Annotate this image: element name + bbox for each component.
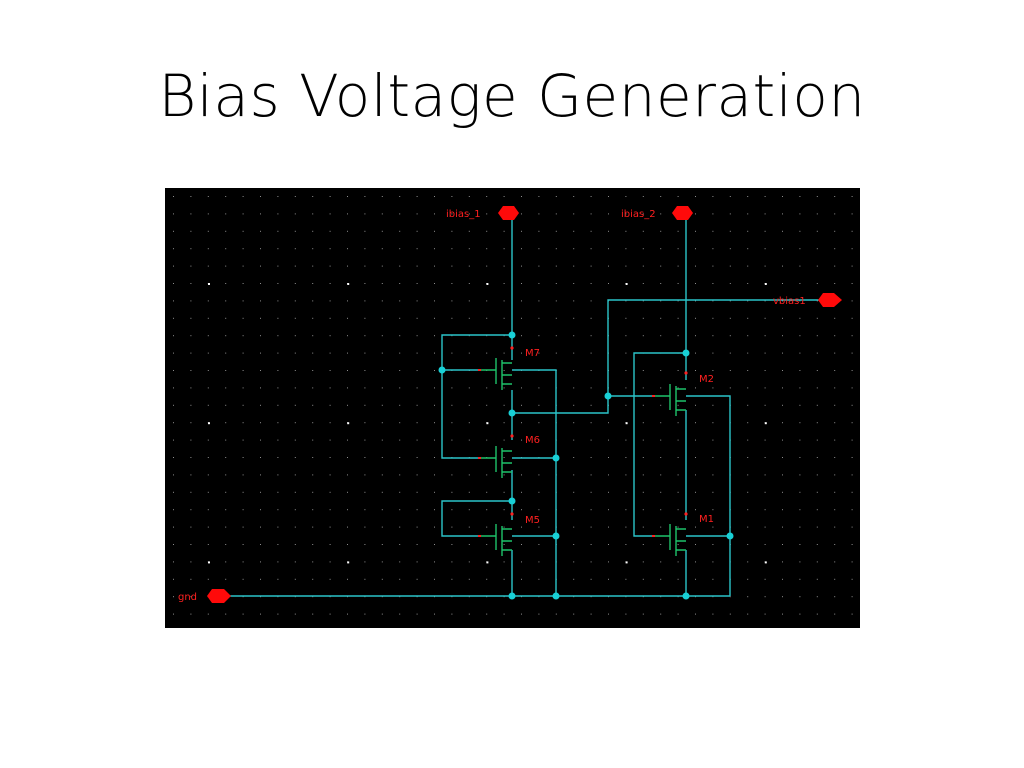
pin-vbias1[interactable]: vbias1 (773, 293, 842, 307)
wire-m7-loop (441, 334, 512, 459)
transistor-m1[interactable] (655, 512, 688, 556)
wire-m1-gate (633, 352, 686, 537)
junction-nodes (438, 331, 734, 600)
device-label-m6: M6 (525, 435, 540, 446)
wire-m7-source-vbias (512, 396, 609, 414)
pin-ibias-2-label: ibias_2 (621, 209, 656, 220)
grid-dots (173, 196, 853, 615)
transistor-m7[interactable] (481, 346, 514, 390)
device-label-m7: M7 (525, 348, 540, 359)
pin-gnd-shape (207, 589, 231, 603)
pin-ibias-1-label: ibias_1 (446, 209, 481, 220)
slide-title: Bias Voltage Generation (158, 62, 866, 130)
pin-vbias1-shape (818, 293, 842, 307)
device-label-m2: M2 (699, 374, 714, 385)
pin-ibias-1[interactable]: ibias_1 (446, 206, 519, 220)
transistor-m2[interactable] (655, 371, 688, 416)
pin-gnd-label: gnd (178, 592, 197, 603)
transistor-m5[interactable] (481, 512, 514, 556)
pin-ibias-1-shape (498, 206, 519, 220)
device-label-m5: M5 (525, 515, 540, 526)
wire-m2-body (686, 395, 731, 596)
schematic-svg: ibias_1 ibias_2 vbias1 gnd M7 M6 M5 M2 M… (173, 196, 853, 615)
wire-vbias1 (607, 299, 830, 396)
pin-ibias-2[interactable]: ibias_2 (621, 206, 693, 220)
device-label-m1: M1 (699, 514, 714, 525)
schematic-canvas[interactable]: ibias_1 ibias_2 vbias1 gnd M7 M6 M5 M2 M… (165, 188, 860, 628)
pin-vbias1-label: vbias1 (773, 296, 806, 307)
transistors (478, 346, 688, 556)
wires (227, 213, 830, 597)
wire-body (512, 369, 557, 596)
gate-terminal-marks (478, 369, 655, 537)
pin-gnd[interactable]: gnd (178, 589, 231, 603)
transistor-m6[interactable] (481, 434, 514, 478)
pin-ibias-2-shape (672, 206, 693, 220)
wire-m5-loop (441, 500, 512, 537)
